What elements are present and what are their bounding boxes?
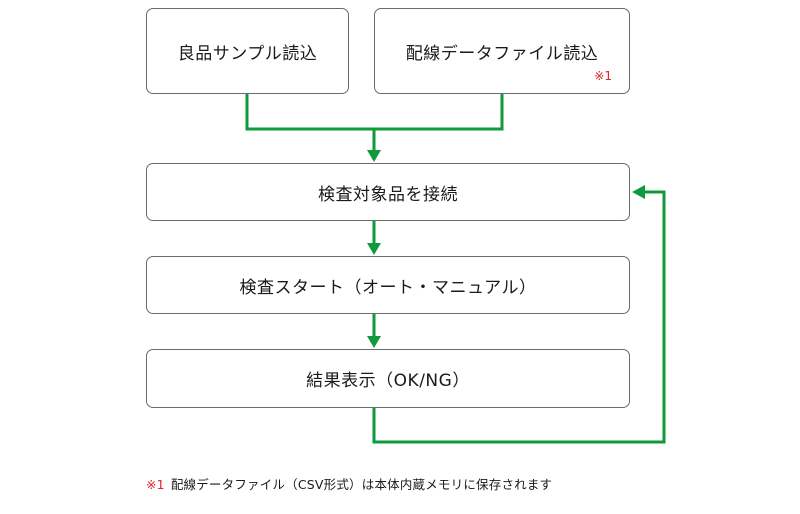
step-connect-label: 検査対象品を接続 — [318, 184, 458, 205]
footnote-mark: ※1 — [146, 477, 165, 492]
merge-connector — [245, 94, 504, 131]
arrowhead-to-start — [367, 243, 381, 255]
wiring-note-mark: ※1 — [594, 69, 612, 83]
step-sample-load: 良品サンプル読込 — [146, 8, 349, 94]
footnote-text: 配線データファイル（CSV形式）は本体内蔵メモリに保存されます — [170, 477, 553, 492]
step-result-label: 結果表示（OK/NG） — [306, 371, 470, 391]
step-result: 結果表示（OK/NG） — [146, 349, 630, 408]
arrowhead-to-connect — [367, 150, 381, 162]
loop-back-connector — [372, 190, 666, 444]
step-wiring-load: 配線データファイル読込 ※1 — [374, 8, 630, 94]
step-wiring-load-label: 配線データファイル読込 — [405, 43, 599, 64]
step-connect: 検査対象品を接続 — [146, 163, 630, 221]
arrowhead-loop-back — [632, 185, 645, 199]
arrowhead-to-result — [367, 336, 381, 348]
footnote: ※1 配線データファイル（CSV形式）は本体内蔵メモリに保存されます — [146, 474, 552, 493]
step-sample-load-label: 良品サンプル読込 — [177, 43, 318, 64]
step-start-label: 検査スタート（オート・マニュアル） — [239, 277, 537, 298]
step-start: 検査スタート（オート・マニュアル） — [146, 256, 630, 314]
